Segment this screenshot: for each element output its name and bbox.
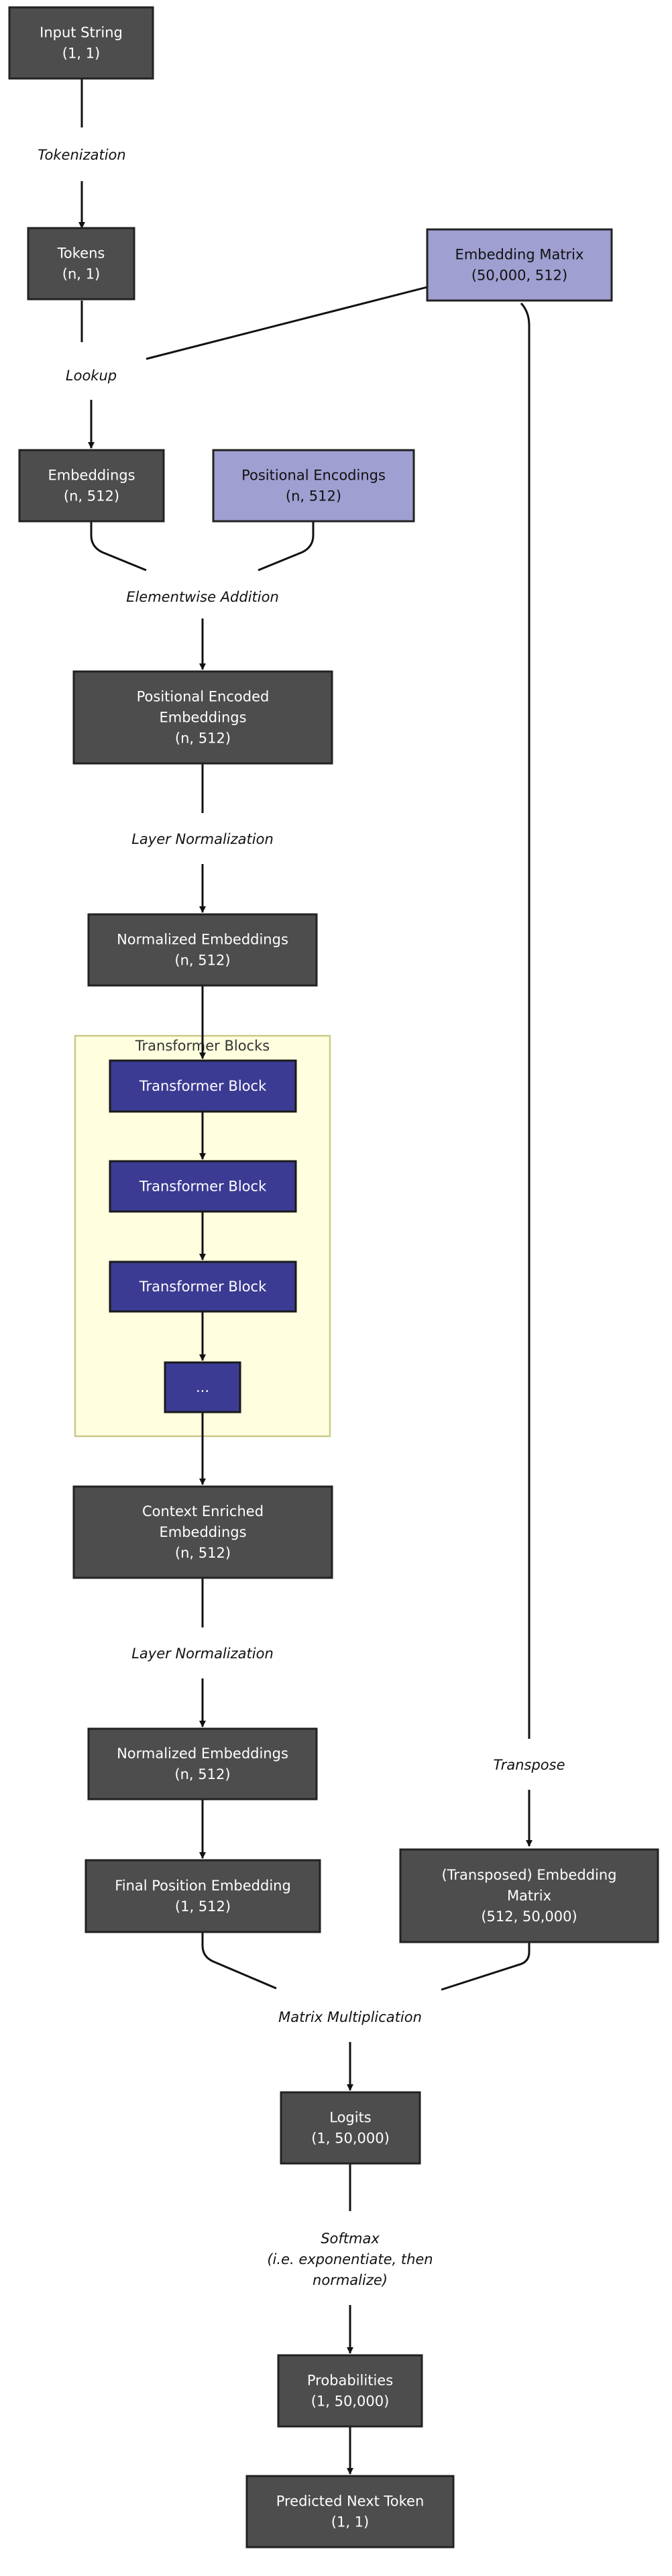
node-box (212, 449, 415, 523)
node-label-line-1: Transformer Block (139, 1078, 267, 1094)
node-normalized-embeddings-2: Normalized Embeddings (n, 512) (87, 1727, 318, 1801)
node-probabilities: Probabilities (1, 50,000) (277, 2354, 423, 2428)
op-transpose: Transpose (494, 1757, 565, 1773)
node-predicted-next-token: Predicted Next Token (1, 1) (245, 2475, 455, 2548)
node-box (85, 1859, 321, 1933)
node-tokens: Tokens (n, 1) (27, 227, 135, 301)
edge-matrix-transpose (520, 302, 530, 1739)
op-text-line-1: Lookup (66, 368, 117, 384)
node-box (72, 1485, 333, 1579)
node-label-line-3: (512, 50,000) (481, 1909, 577, 1925)
node-box (27, 227, 135, 301)
node-logits: Logits (1, 50,000) (280, 2091, 421, 2165)
node-label-line-2: (n, 512) (286, 488, 341, 504)
node-transformer-block-2: Transformer Block (109, 1160, 297, 1213)
edge-matrix-lookup (146, 286, 428, 360)
node-label-line-1: Logits (329, 2110, 372, 2126)
node-label-line-1: Embeddings (48, 468, 135, 484)
node-label-line-2: Embeddings (159, 1524, 246, 1540)
op-softmax: Softmax (i.e. exponentiate, then normalize… (267, 2231, 433, 2288)
op-text-line-1: Elementwise Addition (126, 589, 279, 605)
node-label-line-1: Embedding Matrix (455, 247, 584, 263)
node-box (164, 1361, 241, 1413)
node-box (426, 228, 613, 302)
op-layer-normalization-2: Layer Normalization (131, 1646, 274, 1662)
node-label-line-3: (n, 512) (175, 1545, 231, 1561)
op-text-line-1: Matrix Multiplication (278, 2009, 422, 2025)
op-tokenization: Tokenization (38, 147, 125, 163)
node-embedding-matrix: Embedding Matrix (50,000, 512) (426, 228, 613, 302)
node-label-line-2: (n, 512) (174, 1766, 230, 1782)
edges (78, 79, 533, 2475)
node-label-line-3: (n, 512) (175, 731, 231, 747)
node-input-string: Input String (1, 1) (8, 6, 154, 80)
node-label-line-2: Embeddings (159, 710, 246, 726)
node-label-line-2: (1, 1) (331, 2514, 369, 2530)
node-label-line-1: ... (196, 1379, 209, 1395)
node-label-line-1: Transformer Block (139, 1279, 267, 1295)
node-box (109, 1260, 297, 1313)
node-box (18, 449, 165, 523)
edge-embeddings-addition (90, 522, 147, 572)
node-positional-encodings: Positional Encodings (n, 512) (212, 449, 415, 523)
op-text-line-1: Transpose (494, 1757, 565, 1773)
node-embeddings: Embeddings (n, 512) (18, 449, 165, 523)
node-label-line-2: (1, 1) (62, 46, 100, 62)
node-label-line-2: (1, 50,000) (311, 2131, 390, 2147)
node-box (72, 670, 333, 765)
edge-transposed-matmul (441, 1943, 530, 1991)
node-box (277, 2354, 423, 2428)
node-label-line-2: (1, 50,000) (311, 2394, 390, 2410)
node-box (280, 2091, 421, 2165)
node-box (109, 1059, 297, 1113)
node-box (245, 2475, 455, 2548)
node-transformer-block-1: Transformer Block (109, 1059, 297, 1113)
node-label-line-1: Final Position Embedding (115, 1878, 291, 1894)
op-text-line-1: Layer Normalization (131, 1646, 274, 1662)
node-label-line-1: Probabilities (307, 2373, 393, 2389)
op-elementwise-addition: Elementwise Addition (126, 589, 279, 605)
op-text-line-1: Softmax (321, 2231, 380, 2247)
op-text-line-1: Layer Normalization (131, 831, 274, 847)
node-label-line-1: Predicted Next Token (276, 2493, 425, 2510)
node-final-position-embedding: Final Position Embedding (1, 512) (85, 1859, 321, 1933)
op-layer-normalization-1: Layer Normalization (131, 831, 274, 847)
node-label-line-1: Tokens (57, 246, 105, 262)
node-label-line-1: Context Enriched (142, 1503, 264, 1519)
op-text-line-3: normalize) (313, 2272, 388, 2288)
edge-posenc-addition (258, 522, 315, 572)
node-label-line-1: Normalized Embeddings (117, 1746, 288, 1762)
node-label-line-2: (1, 512) (175, 1898, 231, 1915)
node-label-line-2: (n, 512) (174, 953, 230, 969)
node-box (87, 1727, 318, 1801)
edge-final-matmul (201, 1932, 277, 1990)
node-label-line-1: Normalized Embeddings (117, 932, 288, 948)
node-box (8, 6, 154, 80)
node-label-line-2: (n, 512) (64, 488, 119, 504)
node-label-line-2: (n, 1) (62, 266, 100, 282)
node-label-line-1: Positional Encodings (241, 468, 386, 484)
node-transformer-block-more: ... (164, 1361, 241, 1413)
node-transformer-block-3: Transformer Block (109, 1260, 297, 1313)
node-label-line-1: (Transposed) Embedding (441, 1867, 616, 1883)
node-label-line-1: Positional Encoded (137, 689, 270, 705)
op-matrix-multiplication: Matrix Multiplication (278, 2009, 422, 2025)
op-lookup: Lookup (66, 368, 117, 384)
op-text-line-2: (i.e. exponentiate, then (267, 2251, 433, 2267)
op-text-line-1: Tokenization (38, 147, 125, 163)
node-box (399, 1848, 659, 1943)
node-box (87, 913, 318, 987)
node-box (109, 1160, 297, 1213)
node-label-line-1: Input String (40, 25, 123, 41)
node-label-line-2: Matrix (507, 1888, 551, 1904)
node-label-line-2: (50,000, 512) (471, 268, 567, 284)
node-normalized-embeddings-1: Normalized Embeddings (n, 512) (87, 913, 318, 987)
node-label-line-1: Transformer Block (139, 1179, 267, 1195)
